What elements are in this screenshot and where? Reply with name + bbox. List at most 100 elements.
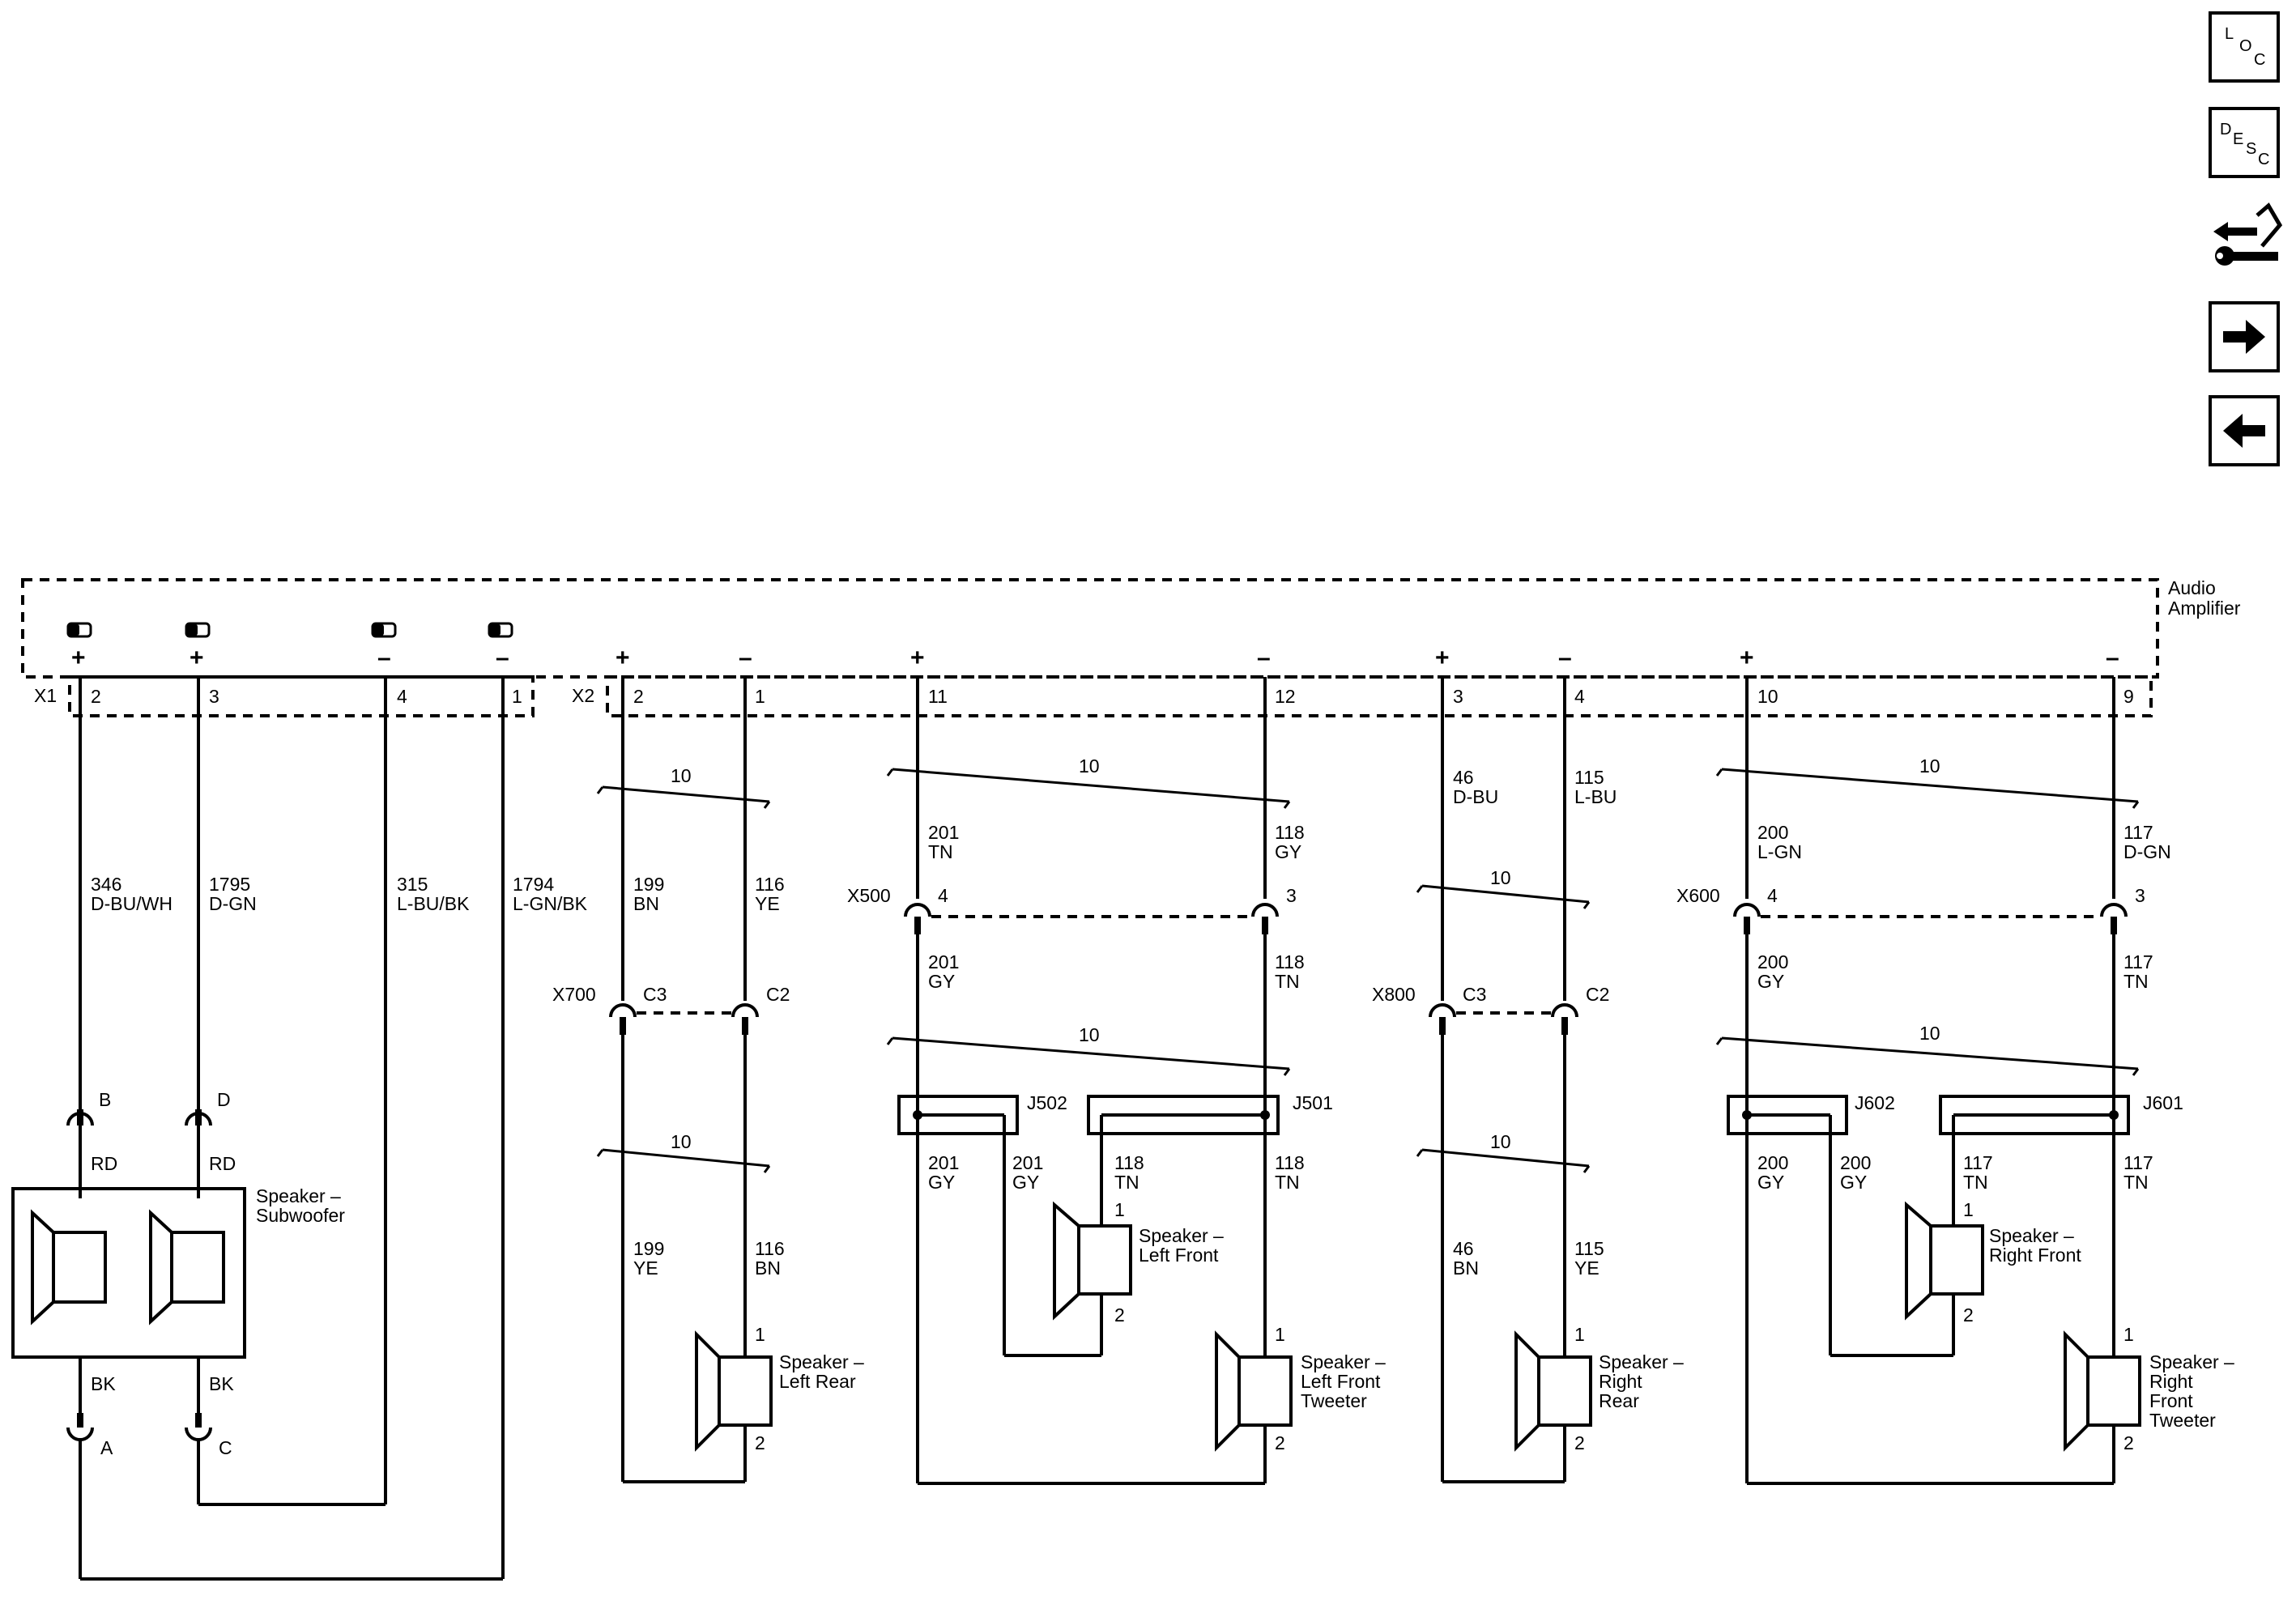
description-button[interactable]: D E S C [2209,107,2280,178]
diagram-label: BN [1453,1257,1479,1279]
diagram-label: 201 [1012,1152,1043,1173]
diagram-label: 2 [91,686,101,707]
diagram-label: 1 [1114,1199,1125,1220]
diagram-label: Speaker – [2149,1351,2234,1372]
twisted-pair-marker: 10 [596,1131,771,1173]
diagram-label: GY [1840,1172,1867,1193]
splice-j502 [897,1095,1019,1135]
next-page-button[interactable] [2209,301,2280,372]
diagram-label: 46 [1453,1238,1474,1259]
diagram-label: 117 [2123,822,2153,843]
diagram-label: YE [633,1257,658,1279]
diagram-label: 1 [512,686,522,707]
diagram-label: GY [1275,841,1301,862]
diagram-label: X600 [1676,885,1720,906]
splice-j601 [1939,1095,2130,1135]
diagram-label: TN [2123,1172,2149,1193]
right-front-speaker-circuit: + – 10 9 10 200 L-GN 117 D-GN X600 4 3 2… [1676,645,2234,1485]
diagram-label: 118 [1275,951,1305,972]
diagram-label: + [910,645,925,671]
twisted-pair-marker: 10 [1416,867,1591,909]
diagram-label: Rear [1599,1390,1639,1411]
diagram-label: 116 [755,874,785,895]
right-rear-speaker [1514,1330,1592,1452]
left-front-tweeter [1215,1330,1293,1452]
diagram-label: 201 [928,1152,959,1173]
diagram-label: Front [2149,1390,2193,1411]
output-icon [371,622,397,638]
description-icon: D E S C [2220,121,2269,168]
diagram-label: L-BU [1574,786,1617,807]
twisted-pair-marker: 10 [886,755,1291,809]
diagram-label: 200 [1757,951,1788,972]
right-front-speaker [1905,1201,1984,1321]
diagram-label: 346 [91,874,121,895]
diagram-label: TN [1275,971,1300,992]
left-rear-speaker-circuit: + – 2 1 10 199 BN 116 YE X700 C3 C2 10 1… [552,645,864,1483]
diagram-label: 201 [928,822,959,843]
diagram-label: 2 [633,686,644,707]
diagram-label: 10 [1079,755,1100,777]
twisted-pair-marker: 10 [596,765,771,809]
connector-view-button[interactable] [2209,198,2286,279]
diagram-label: 10 [671,765,692,786]
diagram-label: GY [928,971,955,992]
diagram-label: + [190,645,204,671]
diagram-label: 117 [2123,951,2153,972]
arrow-right-icon [2223,320,2265,354]
diagram-label: 1794 [513,874,554,895]
diagram-label: L-GN [1757,841,1802,862]
diagram-label: X500 [847,885,891,906]
diagram-label: 2 [755,1432,765,1453]
diagram-label: 1 [755,686,765,707]
diagram-label: Right [1599,1371,1642,1392]
diagram-label: Speaker – [1301,1351,1386,1372]
previous-page-button[interactable] [2209,395,2280,466]
diagram-label: GY [928,1172,955,1193]
output-icon [66,622,92,638]
twisted-pair-marker: 10 [1715,1023,2140,1076]
svg-text:S: S [2246,140,2256,158]
splice-j602 [1727,1095,1848,1135]
twisted-pair-marker: 10 [886,1024,1291,1076]
diagram-label: BN [755,1257,781,1279]
audio-amplifier: Audio Amplifier [21,577,2241,679]
diagram-label: – [496,645,509,671]
diagram-label: Left Front [1301,1371,1381,1392]
left-rear-speaker [695,1330,773,1452]
diagram-label: 3 [209,686,219,707]
connector-wrench-icon [2213,202,2283,266]
diagram-label: C2 [766,984,790,1005]
svg-text:O: O [2239,37,2252,55]
svg-text:D: D [2220,121,2231,138]
diagram-label: J601 [2143,1092,2183,1113]
diagram-label: – [1257,645,1271,671]
diagram-label: BK [91,1373,116,1394]
diagram-label: Speaker – [1989,1225,2074,1246]
diagram-label: TN [1114,1172,1139,1193]
diagram-label: 2 [2123,1432,2134,1453]
diagram-label: Amplifier [2168,598,2241,619]
diagram-label: C2 [1586,984,1609,1005]
diagram-label: 118 [1114,1152,1144,1173]
svg-text:C: C [2254,51,2265,69]
diagram-label: D [217,1089,231,1110]
diagram-label: C3 [643,984,667,1005]
diagram-label: 4 [397,686,407,707]
diagram-label: – [739,645,752,671]
diagram-label: 2 [1114,1304,1125,1326]
diagram-label: 10 [671,1131,692,1152]
diagram-label: C3 [1463,984,1486,1005]
diagram-label: BN [633,893,659,914]
diagram-label: 2 [1574,1432,1585,1453]
diagram-label: C [219,1437,232,1458]
diagram-label: 2 [1275,1432,1285,1453]
output-icon [488,622,513,638]
diagram-label: 315 [397,874,428,895]
location-button[interactable]: L O C [2209,11,2280,83]
diagram-label: + [71,645,86,671]
diagram-label: GY [1757,1172,1784,1193]
diagram-label: – [2106,645,2119,671]
diagram-label: RD [209,1153,236,1174]
diagram-label: Speaker – [256,1185,341,1206]
